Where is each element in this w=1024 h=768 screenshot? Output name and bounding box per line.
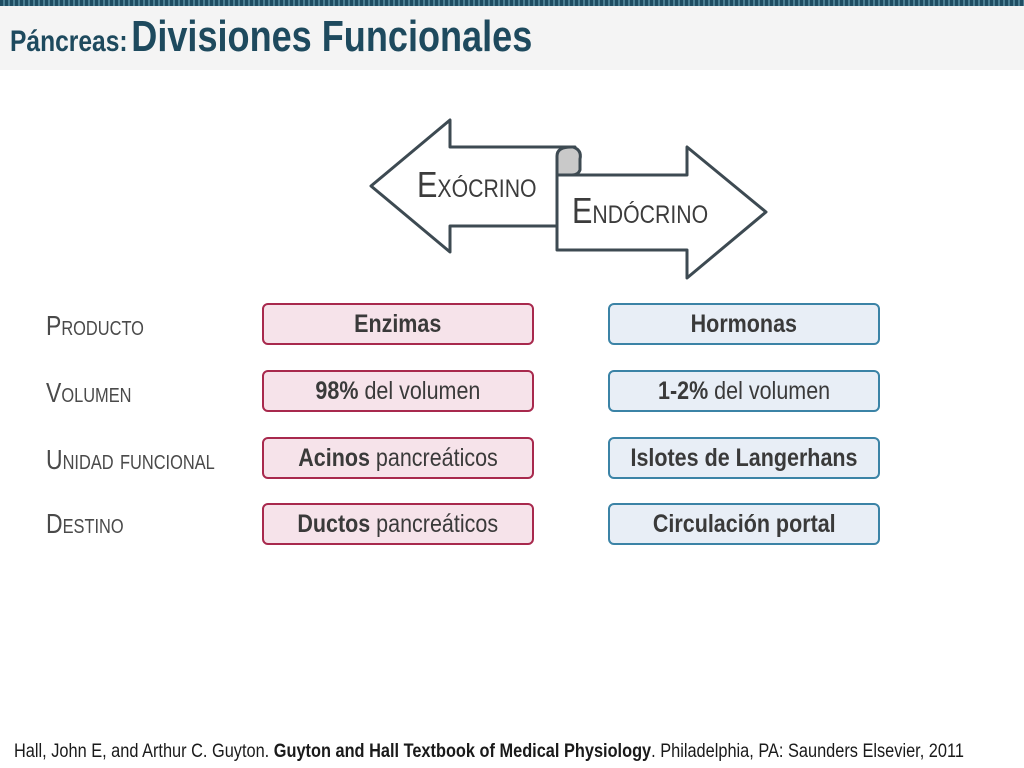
endocrine-label: Endócrino	[572, 190, 709, 231]
row-label-volumen: Volumen	[46, 377, 132, 408]
endocrine-arrow-shape	[555, 145, 768, 280]
endocrine-destino-box: Circulación portal	[608, 503, 880, 545]
slide-title-prefix: Páncreas:	[10, 25, 128, 58]
endocrine-unidad-bold: Islotes de Langerhans	[630, 443, 858, 472]
citation: Hall, John E, and Arthur C. Guyton. Guyt…	[14, 741, 964, 763]
exocrine-destino-text: pancreáticos	[370, 509, 499, 538]
exocrine-unidad-text: pancreáticos	[369, 443, 498, 472]
exocrine-volumen-text: del volumen	[358, 376, 481, 405]
exocrine-producto-bold: Enzimas	[354, 309, 442, 338]
exocrine-destino-bold: Ductos	[297, 509, 371, 538]
exocrine-unidad-bold: Acinos	[298, 443, 370, 472]
endocrine-unidad-box: Islotes de Langerhans	[608, 437, 880, 479]
endocrine-volumen-box: 1-2% del volumen	[608, 370, 880, 412]
exocrine-producto-box: Enzimas	[262, 303, 534, 345]
endocrine-producto-bold: Hormonas	[690, 309, 798, 338]
citation-publisher: . Philadelphia, PA: Saunders Elsevier, 2…	[651, 741, 964, 762]
exocrine-volumen-bold: 98%	[315, 376, 359, 405]
title-band	[0, 6, 1024, 70]
row-label-unidad-funcional: Unidad funcional	[46, 444, 215, 475]
endocrine-destino-bold: Circulación portal	[652, 509, 836, 538]
arrow-junction-curl	[555, 145, 582, 177]
endocrine-volumen-bold: 1-2%	[657, 376, 709, 405]
row-label-producto: Producto	[46, 310, 144, 341]
exocrine-label: Exócrino	[417, 164, 537, 205]
slide-title-main: Divisiones Funcionales	[131, 12, 533, 61]
slide-title: Páncreas: Divisiones Funcionales	[10, 12, 532, 62]
top-decorative-stripe	[0, 0, 1024, 6]
exocrine-destino-box: Ductos pancreáticos	[262, 503, 534, 545]
exocrine-unidad-box: Acinos pancreáticos	[262, 437, 534, 479]
citation-book-title: Guyton and Hall Textbook of Medical Phys…	[273, 741, 652, 762]
exocrine-volumen-box: 98% del volumen	[262, 370, 534, 412]
endocrine-volumen-text: del volumen	[708, 376, 831, 405]
double-arrow-diagram	[369, 118, 768, 280]
row-label-destino: Destino	[46, 508, 124, 539]
endocrine-producto-box: Hormonas	[608, 303, 880, 345]
citation-authors: Hall, John E, and Arthur C. Guyton.	[14, 741, 274, 762]
